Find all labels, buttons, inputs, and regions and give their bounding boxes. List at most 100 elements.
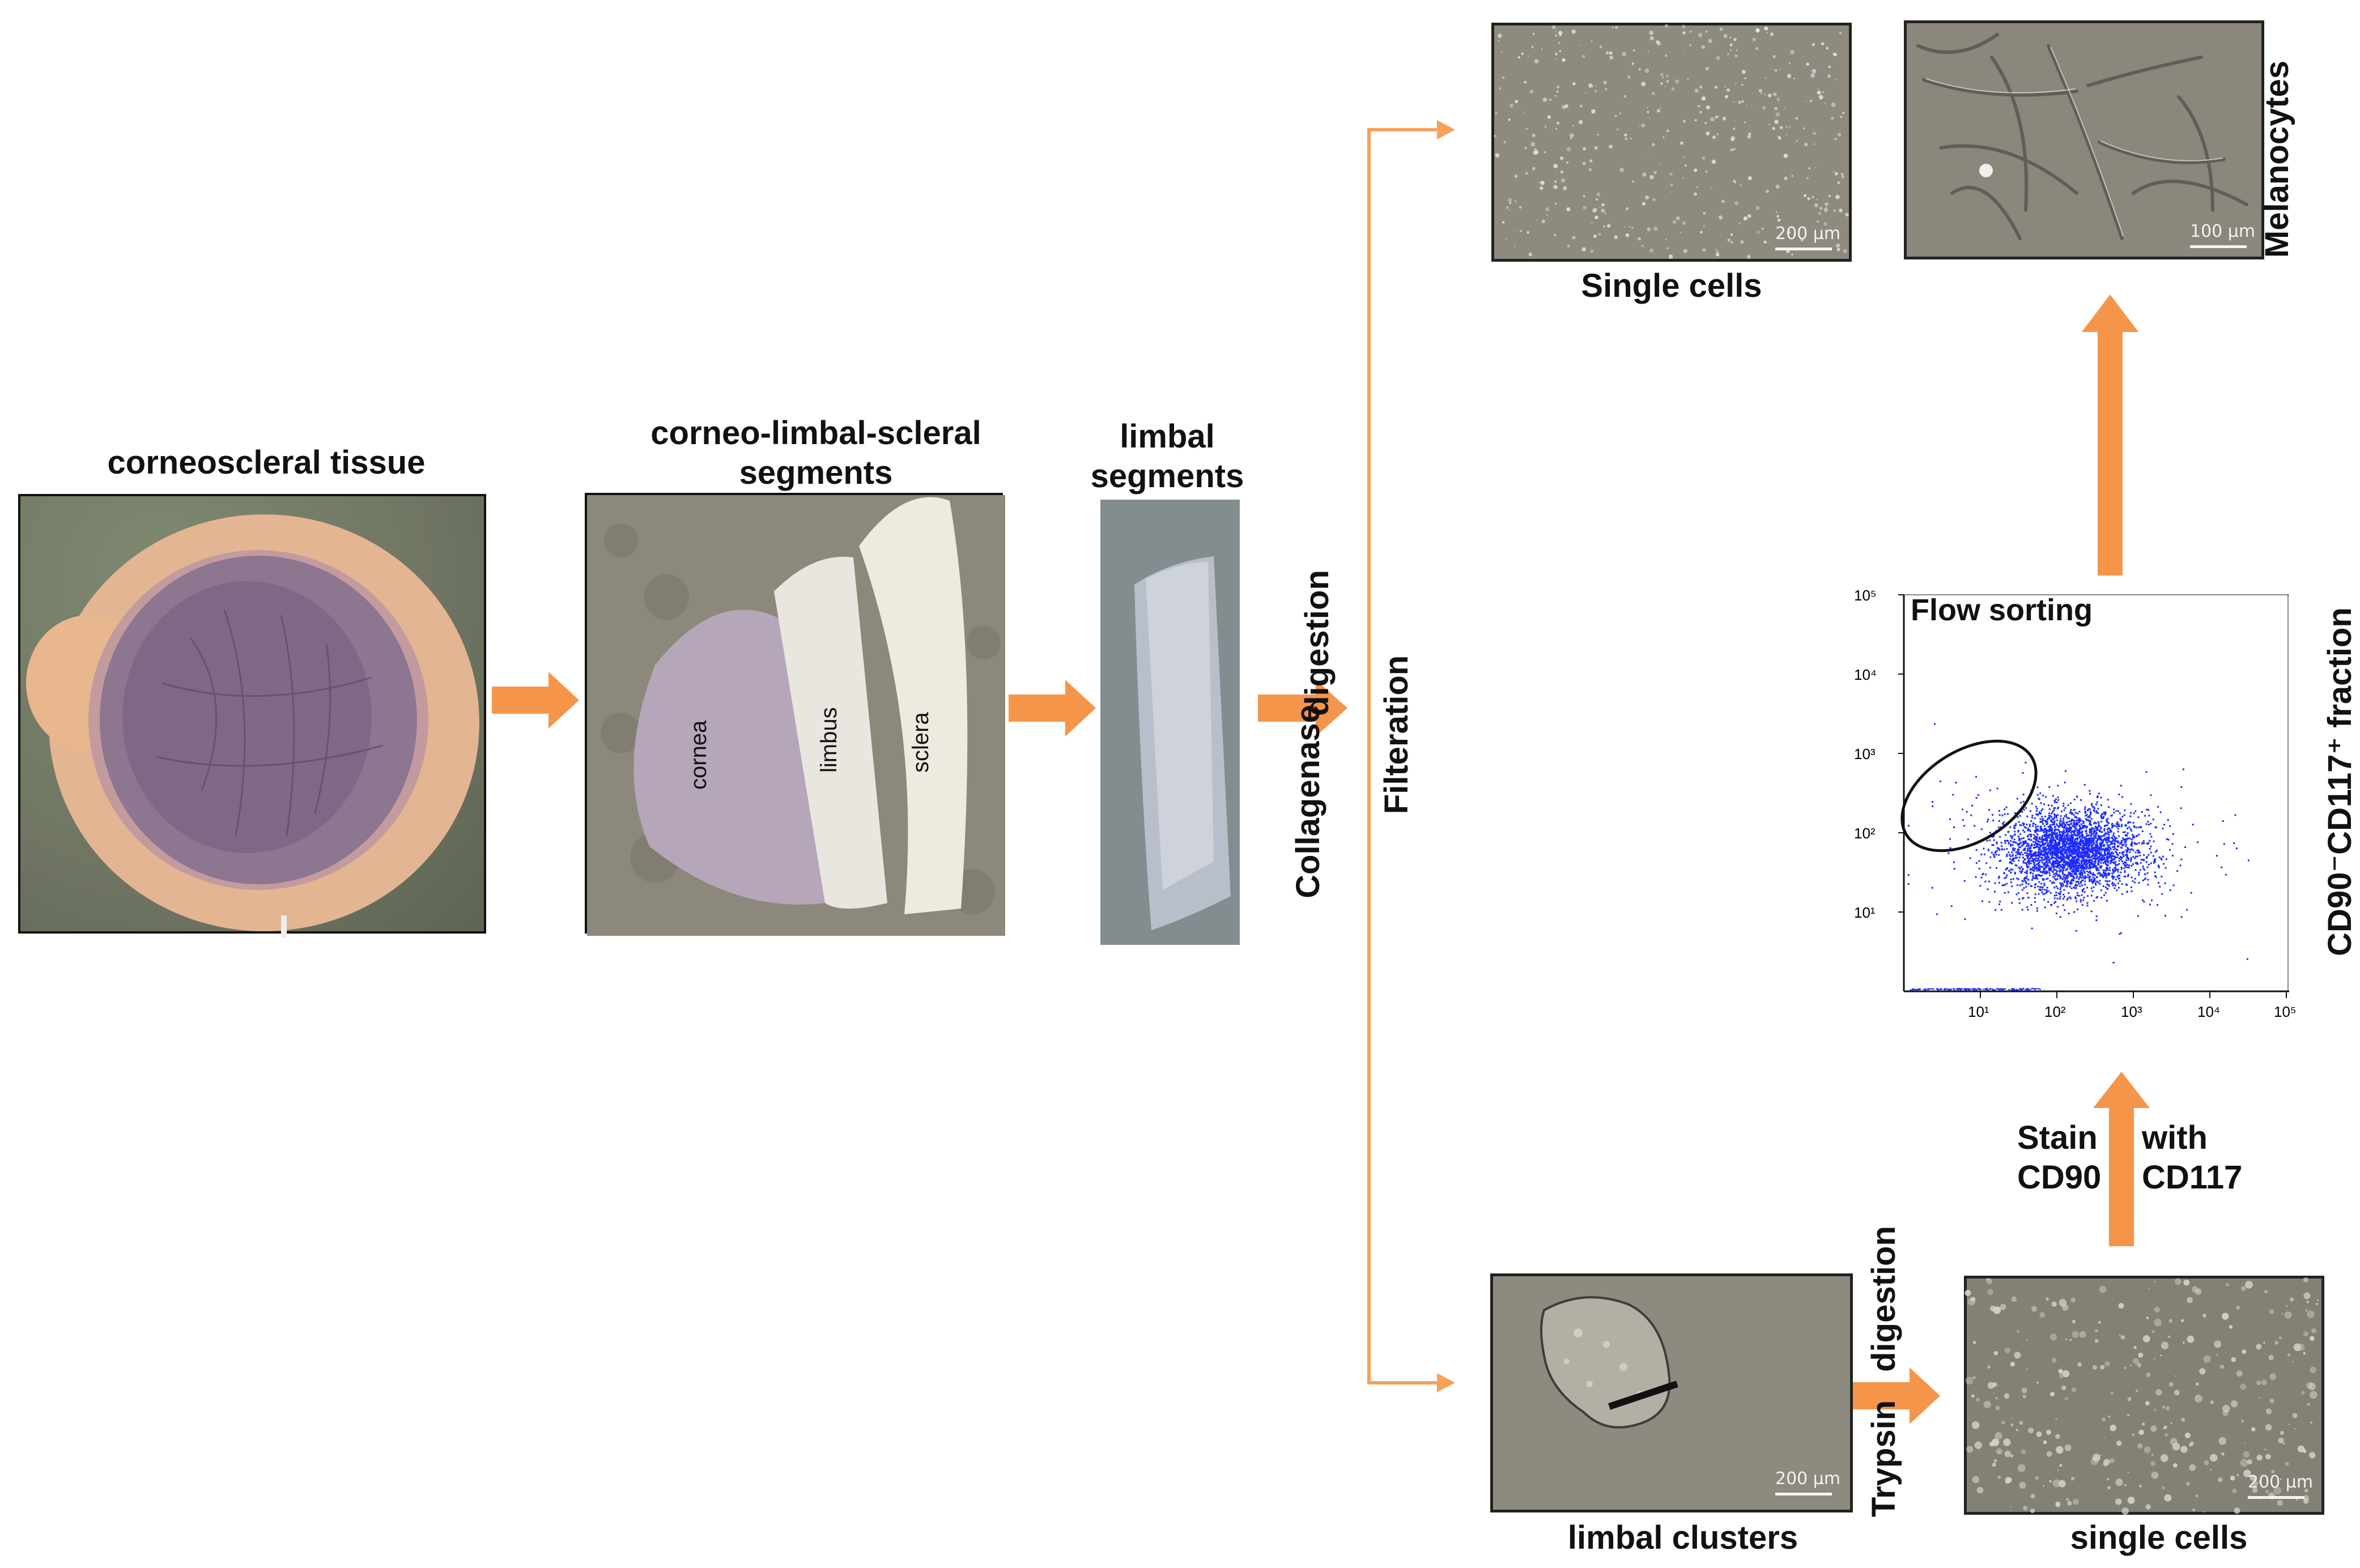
flow-dot	[2012, 878, 2014, 880]
flow-x-tick-label: 10²	[2044, 1003, 2066, 1020]
flow-dot	[2095, 897, 2098, 899]
cell-speck	[1787, 74, 1792, 78]
flow-dot	[2108, 869, 2111, 871]
cell-speck	[1976, 1397, 1980, 1402]
flow-dot	[2036, 814, 2039, 816]
flow-dot	[2071, 856, 2073, 858]
cell-speck	[1839, 32, 1842, 35]
label-limbus: limbus	[817, 707, 841, 773]
cell-speck	[1774, 106, 1778, 110]
flow-dot	[2019, 815, 2021, 817]
flow-dot	[2049, 828, 2051, 830]
cell-speck	[1825, 207, 1827, 208]
flow-dot	[2061, 824, 2063, 826]
flow-dot	[2106, 837, 2108, 838]
flow-dot	[2051, 863, 2053, 866]
flow-dot	[2127, 832, 2129, 834]
cell-speck	[1986, 1278, 1989, 1281]
flow-dot	[2090, 879, 2093, 881]
flow-dot	[2139, 854, 2141, 857]
flow-dot	[2154, 860, 2156, 863]
flow-dot	[2069, 885, 2071, 888]
cell-speck	[1783, 154, 1788, 158]
flow-dot	[2025, 842, 2027, 844]
flow-dot	[2072, 842, 2074, 845]
flow-dot	[2029, 838, 2031, 841]
flow-dot	[2117, 874, 2120, 876]
cell-speck	[1542, 97, 1547, 102]
flow-dot	[2065, 851, 2066, 853]
flow-dot	[2076, 858, 2077, 860]
cell-speck	[2181, 1319, 2184, 1322]
flow-dot	[2036, 854, 2039, 856]
flow-dot	[2046, 853, 2048, 855]
flow-dot	[2064, 881, 2066, 883]
cell-speck	[1741, 83, 1744, 86]
flow-dot	[2047, 845, 2049, 847]
flow-dot	[2081, 853, 2083, 855]
cell-speck	[2260, 1502, 2261, 1503]
flow-dot	[2108, 837, 2110, 840]
cell-speck	[1995, 1397, 1998, 1400]
flow-dot	[2038, 846, 2040, 849]
flow-dot	[2111, 851, 2113, 853]
flow-dot	[2114, 870, 2116, 872]
cell-speck	[1768, 123, 1770, 125]
flow-dot	[2099, 838, 2101, 840]
flow-dot	[2146, 866, 2149, 868]
flow-dot	[2027, 853, 2030, 855]
cell-speck	[2043, 1440, 2047, 1445]
flow-dot	[2081, 836, 2083, 838]
flow-dot	[2078, 832, 2080, 834]
cell-speck	[2210, 1400, 2214, 1404]
flow-dot	[2057, 860, 2059, 862]
flow-dot	[2087, 895, 2089, 897]
flow-dot	[2082, 859, 2085, 862]
cell-speck	[1763, 240, 1767, 244]
cell-speck	[1532, 133, 1536, 137]
flow-dot	[1932, 805, 1934, 807]
flow-dot	[2017, 853, 2018, 855]
flow-dot	[2111, 842, 2113, 845]
flow-dot	[2024, 858, 2026, 860]
flow-dot	[2079, 874, 2081, 876]
flow-dot	[2041, 875, 2043, 876]
cell-speck	[1716, 133, 1719, 135]
cell-speck	[2104, 1437, 2106, 1438]
cell-speck	[2090, 1457, 2099, 1465]
flow-dot	[2049, 858, 2052, 860]
cell-speck	[1789, 125, 1791, 127]
flow-dot	[2046, 832, 2048, 834]
cell-speck	[1734, 54, 1738, 58]
flow-dot	[2069, 859, 2071, 862]
flow-dot	[2053, 832, 2055, 834]
flow-dot	[2111, 841, 2113, 843]
flow-dot	[2043, 833, 2046, 836]
flow-dot	[2036, 855, 2038, 857]
cell-speck	[2058, 1480, 2066, 1488]
flow-dot	[2095, 876, 2098, 879]
flow-dot	[2028, 990, 2030, 991]
flow-dot	[1997, 847, 2000, 850]
flow-dot	[2112, 871, 2115, 874]
cell-speck	[1541, 219, 1546, 224]
flow-dot	[2093, 860, 2095, 863]
cell-speck	[2309, 1452, 2316, 1459]
flow-dot	[2089, 828, 2091, 830]
flow-dot	[1985, 862, 1988, 864]
flow-dot	[2086, 902, 2089, 904]
cell-speck	[1627, 75, 1631, 79]
flow-dot	[2085, 839, 2087, 841]
flow-dot	[2110, 848, 2112, 850]
flow-dot	[2032, 822, 2035, 824]
flow-dot	[2071, 873, 2073, 875]
flow-dot	[2077, 908, 2079, 910]
flow-dot	[2112, 868, 2114, 870]
flow-dot	[2064, 770, 2066, 772]
flow-dot	[1953, 989, 1955, 991]
flow-dot	[1992, 836, 1994, 838]
flow-dot	[2107, 858, 2109, 860]
flow-dot	[2006, 855, 2008, 857]
cell-speck	[1554, 234, 1557, 236]
flow-dot	[2165, 867, 2167, 869]
